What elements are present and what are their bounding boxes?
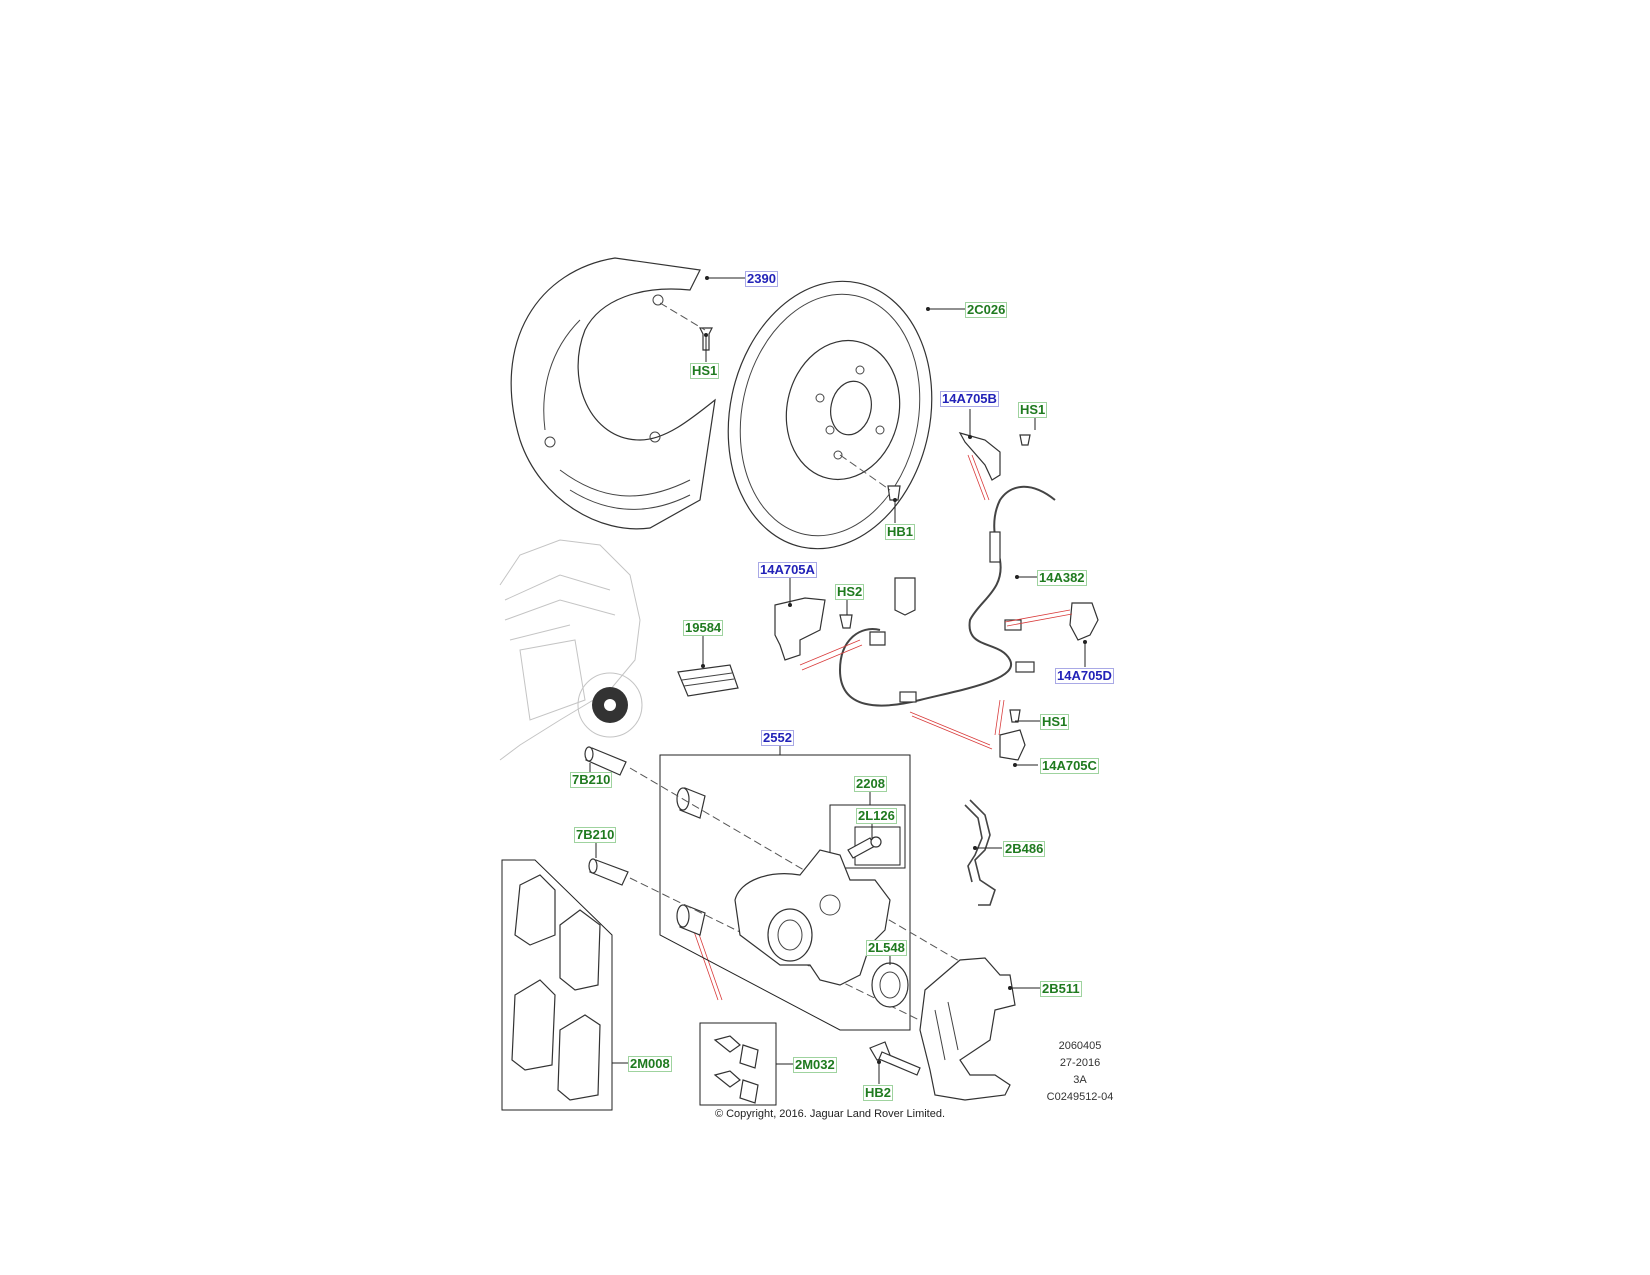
sensor-bracket-a bbox=[774, 597, 853, 661]
callout-2l548: 2L548 bbox=[866, 940, 907, 956]
brake-pad-kit-box bbox=[501, 859, 613, 1111]
anti-rattle-spring bbox=[964, 799, 996, 906]
vehicle-locator-illustration bbox=[499, 539, 643, 761]
sensor-bracket-b bbox=[958, 432, 1031, 481]
bushing-kit-box bbox=[699, 1022, 777, 1106]
callout-2208: 2208 bbox=[854, 776, 887, 792]
disc-retaining-bolt bbox=[839, 454, 901, 501]
callout-2m032: 2M032 bbox=[793, 1057, 837, 1073]
brake-splash-shield bbox=[510, 257, 716, 530]
callout-2c026: 2C026 bbox=[965, 302, 1008, 318]
reference-line-1: 2060405 bbox=[1058, 1040, 1102, 1052]
brake-disc bbox=[727, 280, 933, 550]
guide-pin-top bbox=[584, 746, 627, 776]
sensor-bracket-d bbox=[1069, 602, 1099, 641]
callout-leader-lines bbox=[589, 277, 1086, 1084]
callout-hb1: HB1 bbox=[885, 524, 916, 540]
callout-hs2: HS2 bbox=[835, 584, 865, 600]
guide-pin-bottom bbox=[588, 858, 629, 886]
callout-14a705b: 14A705B bbox=[940, 391, 999, 407]
carrier-bolt bbox=[869, 1041, 921, 1076]
reference-line-2: 27-2016 bbox=[1059, 1057, 1101, 1069]
callout-19584: 19584 bbox=[683, 620, 724, 636]
callout-anchor-dots bbox=[701, 276, 1087, 1064]
callout-2m008: 2M008 bbox=[628, 1056, 672, 1072]
callout-2l126: 2L126 bbox=[856, 808, 897, 824]
callout-2b486: 2B486 bbox=[1003, 841, 1046, 857]
pad-wear-shim bbox=[677, 664, 739, 697]
shield-screw bbox=[659, 302, 713, 351]
callout-14a705a: 14A705A bbox=[758, 562, 817, 578]
bleed-screw bbox=[847, 836, 882, 859]
callout-hb2: HB2 bbox=[863, 1085, 894, 1101]
brake-caliper bbox=[734, 849, 891, 986]
callout-hs1-shield: HS1 bbox=[690, 363, 720, 379]
reference-line-4: C0249512-04 bbox=[1046, 1091, 1114, 1103]
callout-hs1-bracket-b: HS1 bbox=[1018, 402, 1048, 418]
piston-seal bbox=[871, 962, 909, 1008]
callout-14a705c: 14A705C bbox=[1040, 758, 1099, 774]
callout-hs1-bracket-c: HS1 bbox=[1040, 714, 1070, 730]
sensor-bracket-c bbox=[999, 709, 1026, 761]
callout-7b210-top: 7B210 bbox=[570, 772, 613, 788]
copyright-notice: © Copyright, 2016. Jaguar Land Rover Lim… bbox=[714, 1108, 946, 1120]
callout-2b511: 2B511 bbox=[1040, 981, 1082, 997]
reference-line-3: 3A bbox=[1073, 1074, 1087, 1086]
guide-bushings bbox=[629, 767, 1001, 1041]
callout-14a382: 14A382 bbox=[1037, 570, 1087, 586]
caliper-carrier bbox=[919, 957, 1016, 1101]
callout-2552: 2552 bbox=[761, 730, 794, 746]
callout-7b210-bottom: 7B210 bbox=[574, 827, 617, 843]
callout-2390: 2390 bbox=[745, 271, 778, 287]
callout-14a705d: 14A705D bbox=[1055, 668, 1114, 684]
